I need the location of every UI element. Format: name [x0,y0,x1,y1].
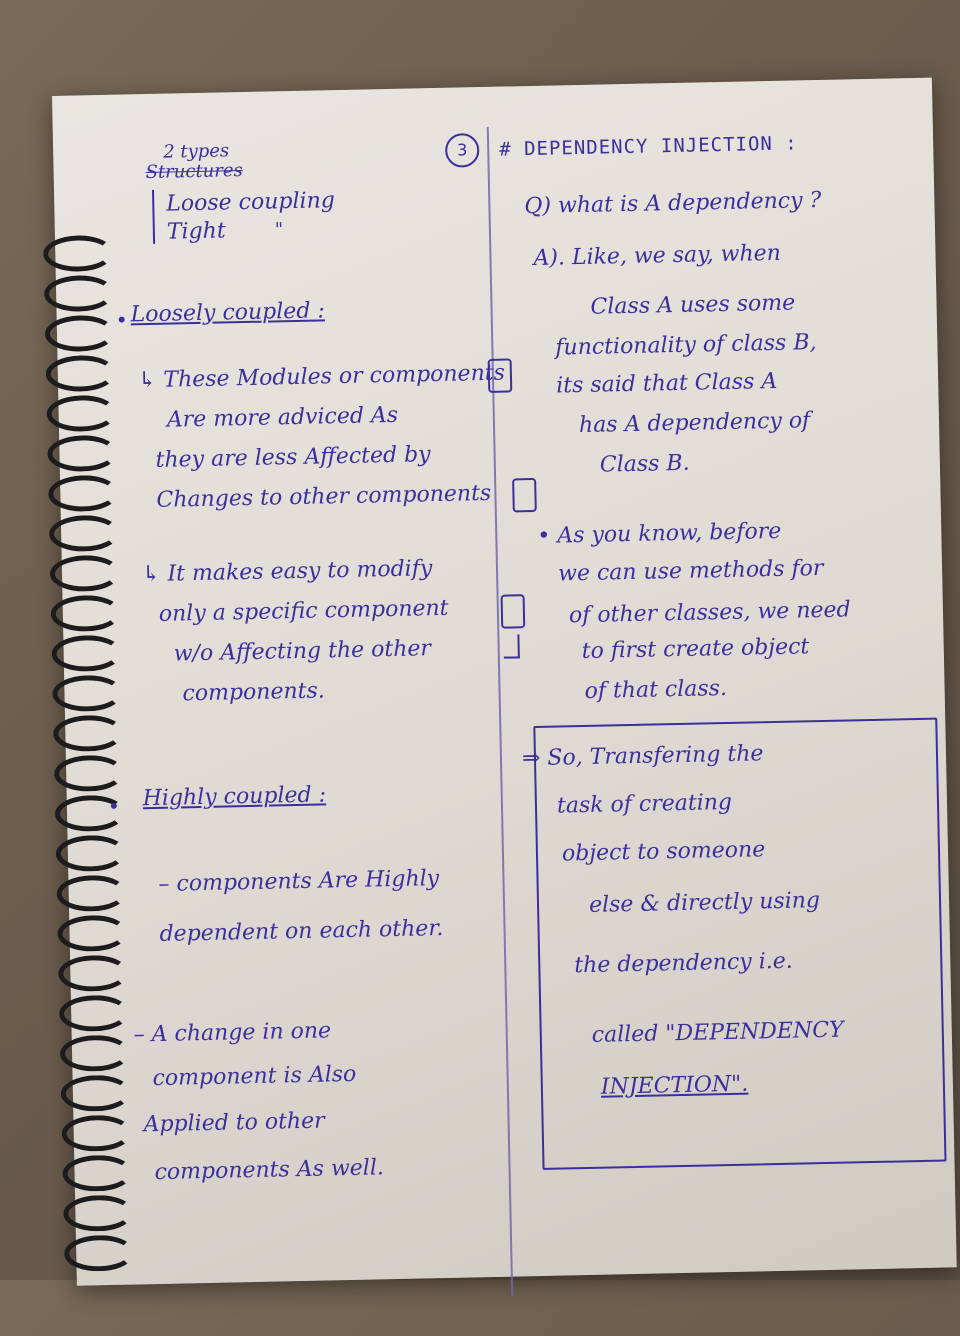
loose-line-7: w/o Affecting the other [173,636,432,667]
boxed-line-6: called "DEPENDENCY [591,1017,844,1048]
loosely-coupled-heading: Loosely coupled : [130,298,326,328]
note-box-1 [487,358,513,393]
boxed-line-7: INJECTION". [600,1071,749,1100]
page-number: 3 [444,133,480,168]
tight-label: Tight [166,218,226,245]
question: Q) what is A dependency ? [524,187,822,220]
answer-line-1: A). Like, we say, when [533,240,782,271]
definition-box [533,717,947,1170]
note-box-3 [500,594,526,629]
ditto-mark: " [274,219,284,241]
high-line-4: component is Also [152,1061,357,1092]
high-line-1: – components Are Highly [158,866,440,897]
loose-coupling-label: Loose coupling [166,188,336,217]
spiral-binding [42,234,135,1336]
struck-word: Structures [145,160,243,184]
answer-line-2: Class A uses some [590,290,796,320]
high-line-3: – A change in one [133,1018,332,1048]
para2-line-3: of other classes, we need [568,597,851,629]
note-box-4 [503,634,520,659]
loose-line-3: they are less Affected by [155,442,431,473]
boxed-line-1: ⇒ So, Transfering the [521,741,764,772]
boxed-line-3: object to someone [561,837,766,867]
dependency-injection-title: # DEPENDENCY INJECTION : [498,132,798,161]
bullet-loosely [118,316,125,323]
loose-line-8: components. [182,678,326,707]
answer-line-6: Class B. [599,450,690,478]
para2-line-2: we can use methods for [557,555,824,587]
bullet-highly [110,802,117,809]
answer-line-3: functionality of class B, [555,330,817,361]
loose-line-4: Changes to other components [156,480,492,513]
boxed-line-4: else & directly using [588,888,821,918]
para2-line-1: • As you know, before [537,518,782,549]
types-note: 2 types [162,140,230,163]
boxed-line-2: task of creating [556,789,733,819]
note-box-2 [512,477,537,513]
loose-line-6: only a specific component [158,595,449,627]
loose-line-1: ↳ These Modules or components [137,360,506,394]
para2-line-4: to first create object [581,634,810,665]
para2-line-5: of that class. [584,675,728,704]
highly-coupled-heading: Highly coupled : [142,782,327,812]
loose-line-5: ↳ It makes easy to modify [141,556,433,588]
column-divider [486,126,514,1297]
high-line-2: dependent on each other. [159,915,444,947]
boxed-line-5: the dependency i.e. [574,948,793,979]
coupling-bracket [151,189,156,244]
notebook-page: 2 types Structures Loose coupling Tight … [42,77,957,1297]
high-line-6: components As well. [154,1155,385,1186]
answer-line-5: has A dependency of [578,408,811,439]
high-line-5: Applied to other [143,1108,325,1138]
loose-line-2: Are more adviced As [166,402,399,433]
answer-line-4: its said that Class A [555,368,778,399]
